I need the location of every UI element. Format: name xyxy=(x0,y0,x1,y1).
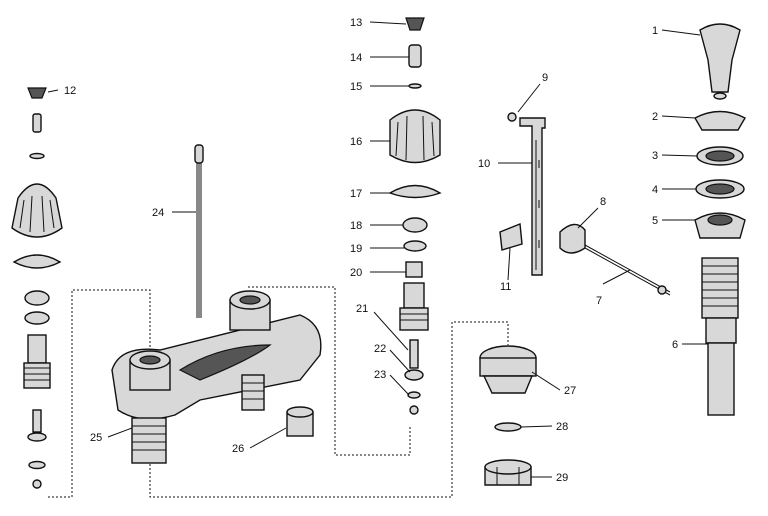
label-4: 4 xyxy=(652,184,658,196)
lift-rod xyxy=(194,144,204,318)
left-handle-assembly xyxy=(11,87,63,489)
label-7: 7 xyxy=(596,295,602,307)
label-1: 1 xyxy=(652,25,658,37)
label-25: 25 xyxy=(90,432,102,444)
connection-lines xyxy=(48,286,509,498)
label-28: 28 xyxy=(556,421,568,433)
label-24: 24 xyxy=(152,207,164,219)
label-14: 14 xyxy=(350,52,362,64)
label-6: 6 xyxy=(672,339,678,351)
aerator xyxy=(286,406,314,437)
label-11: 11 xyxy=(500,281,511,293)
label-9: 9 xyxy=(542,72,548,84)
leader-lines xyxy=(47,21,708,478)
label-2: 2 xyxy=(652,111,658,123)
spout-nut-assembly xyxy=(479,345,537,486)
callout-labels: 1 2 3 4 5 6 7 8 9 10 11 12 13 14 15 16 1… xyxy=(64,17,678,484)
label-17: 17 xyxy=(350,188,362,200)
label-19: 19 xyxy=(350,243,362,255)
label-29: 29 xyxy=(556,472,568,484)
label-20: 20 xyxy=(350,267,362,279)
center-stem-assembly xyxy=(388,17,442,415)
drain-assembly xyxy=(694,23,746,416)
label-8: 8 xyxy=(600,196,606,208)
label-12: 12 xyxy=(64,85,76,97)
label-26: 26 xyxy=(232,443,244,455)
label-15: 15 xyxy=(350,81,362,93)
popup-linkage xyxy=(499,112,671,296)
label-5: 5 xyxy=(652,215,658,227)
label-27: 27 xyxy=(564,385,576,397)
label-21: 21 xyxy=(356,303,368,315)
label-22: 22 xyxy=(374,343,386,355)
label-16: 16 xyxy=(350,136,362,148)
label-23: 23 xyxy=(374,369,386,381)
label-10: 10 xyxy=(478,158,490,170)
faucet-body xyxy=(111,290,322,464)
label-3: 3 xyxy=(652,150,658,162)
label-18: 18 xyxy=(350,220,362,232)
label-13: 13 xyxy=(350,17,362,29)
